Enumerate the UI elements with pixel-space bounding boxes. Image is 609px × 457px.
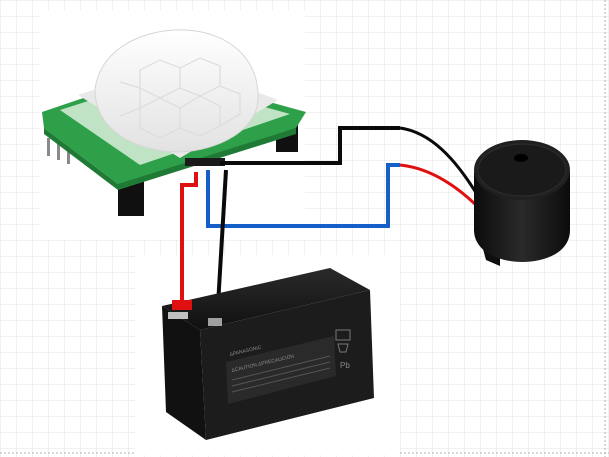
- buzzer-black-lead: [399, 126, 480, 197]
- pir-fresnel-dome: [94, 29, 259, 153]
- wires: [180, 126, 480, 323]
- battery-icon: ΔPANASONIC ΔCAUTION ΔPRECAUCIÓN Pb: [162, 268, 374, 440]
- battery-label-lines: [231, 355, 331, 393]
- battery-top-face: [162, 268, 370, 330]
- buzzer-red-lead: [399, 163, 478, 207]
- battery-positive-terminal: [172, 300, 192, 310]
- pir-header-pins: [47, 138, 70, 164]
- buzzer-icon: [474, 140, 570, 266]
- pir-pcb-edge: [44, 128, 118, 190]
- pir-dome-facets: [119, 57, 241, 139]
- battery-terminal-metal: [168, 312, 188, 319]
- buzzer-sound-hole: [514, 154, 528, 162]
- battery-side-face: [162, 306, 206, 440]
- blue-wire: [206, 163, 400, 228]
- pir-sensor-icon: [42, 29, 306, 216]
- red-wire: [180, 172, 198, 305]
- pir-connector: [185, 158, 225, 166]
- battery-recycle-icon: [335, 329, 351, 353]
- battery-model-text: Pb: [340, 361, 350, 370]
- battery-negative-terminal: [208, 318, 222, 326]
- black-wire-buzzer: [220, 126, 400, 165]
